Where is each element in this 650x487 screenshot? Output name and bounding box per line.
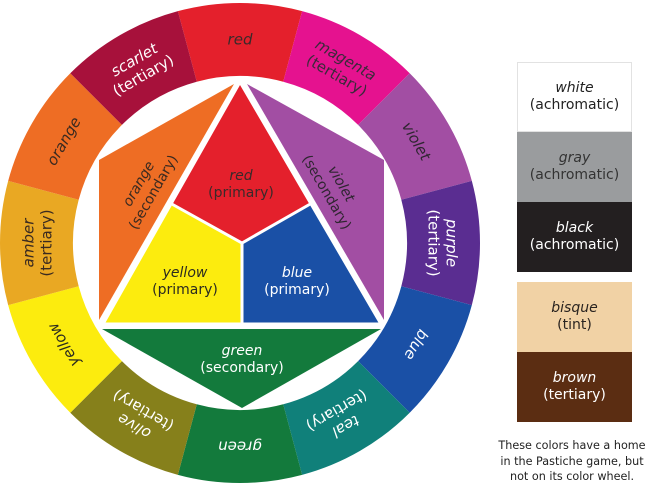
ring-segment-blue [358, 286, 472, 413]
ring-segment-magenta [283, 11, 410, 125]
ring-segment-yellow [8, 286, 122, 413]
legend-name: white [555, 80, 594, 96]
inner-label-blue: blue(primary) [264, 265, 330, 298]
inner-label-yellow: yellow(primary) [152, 265, 218, 298]
ring-segment-amber [0, 180, 79, 306]
legend-swatch-black: black (achromatic) [517, 202, 632, 272]
legend: white (achromatic) gray (achromatic) bla… [517, 62, 632, 422]
inner-segment-violet [247, 84, 384, 320]
legend-swatch-bisque: bisque (tint) [517, 282, 632, 352]
ring-label-green: green [218, 438, 262, 456]
ring-segment-red [177, 3, 303, 82]
legend-sub: (tertiary) [543, 387, 606, 403]
legend-sub: (achromatic) [529, 97, 620, 113]
ring-segment-teal [283, 361, 410, 475]
ring-segment-green [177, 404, 303, 484]
inner-label-green: green(secondary) [200, 343, 283, 376]
legend-swatch-gray: gray (achromatic) [517, 132, 632, 202]
ring-label-purple: purple(tertiary) [425, 209, 461, 276]
ring-label-red: red [228, 31, 253, 49]
caption-line: in the Pastiche game, but [500, 454, 644, 468]
inner-segment-yellow [103, 203, 242, 324]
inner-segment-red [170, 82, 312, 243]
caption-line: not on its color wheel. [509, 470, 635, 483]
legend-name: brown [552, 370, 597, 386]
inner-segment-green [102, 329, 381, 408]
legend-caption: These colors have a home in the Pastiche… [492, 438, 650, 485]
legend-name: black [555, 220, 594, 236]
legend-sub: (achromatic) [529, 237, 620, 253]
ring-segment-purple [401, 180, 480, 306]
inner-segment-orange [99, 84, 234, 320]
ring-segment-olive [70, 361, 197, 475]
inner-hexagon: red(primary) yellow(primary) blue(primar… [99, 81, 384, 408]
legend-swatch-white: white (achromatic) [517, 62, 632, 132]
legend-sub: (tint) [557, 317, 592, 333]
legend-name: gray [558, 150, 591, 166]
ring-segment-orange [8, 73, 122, 200]
legend-sub: (achromatic) [529, 167, 620, 183]
inner-label-red: red(primary) [208, 168, 274, 201]
inner-segment-blue [242, 203, 381, 324]
caption-line: These colors have a home [498, 439, 646, 452]
legend-name: bisque [551, 300, 598, 316]
ring-label-amber: amber(tertiary) [20, 209, 56, 276]
ring-segment-scarlet [70, 11, 197, 125]
ring-segment-violet [358, 73, 472, 200]
legend-swatch-brown: brown (tertiary) [517, 352, 632, 422]
